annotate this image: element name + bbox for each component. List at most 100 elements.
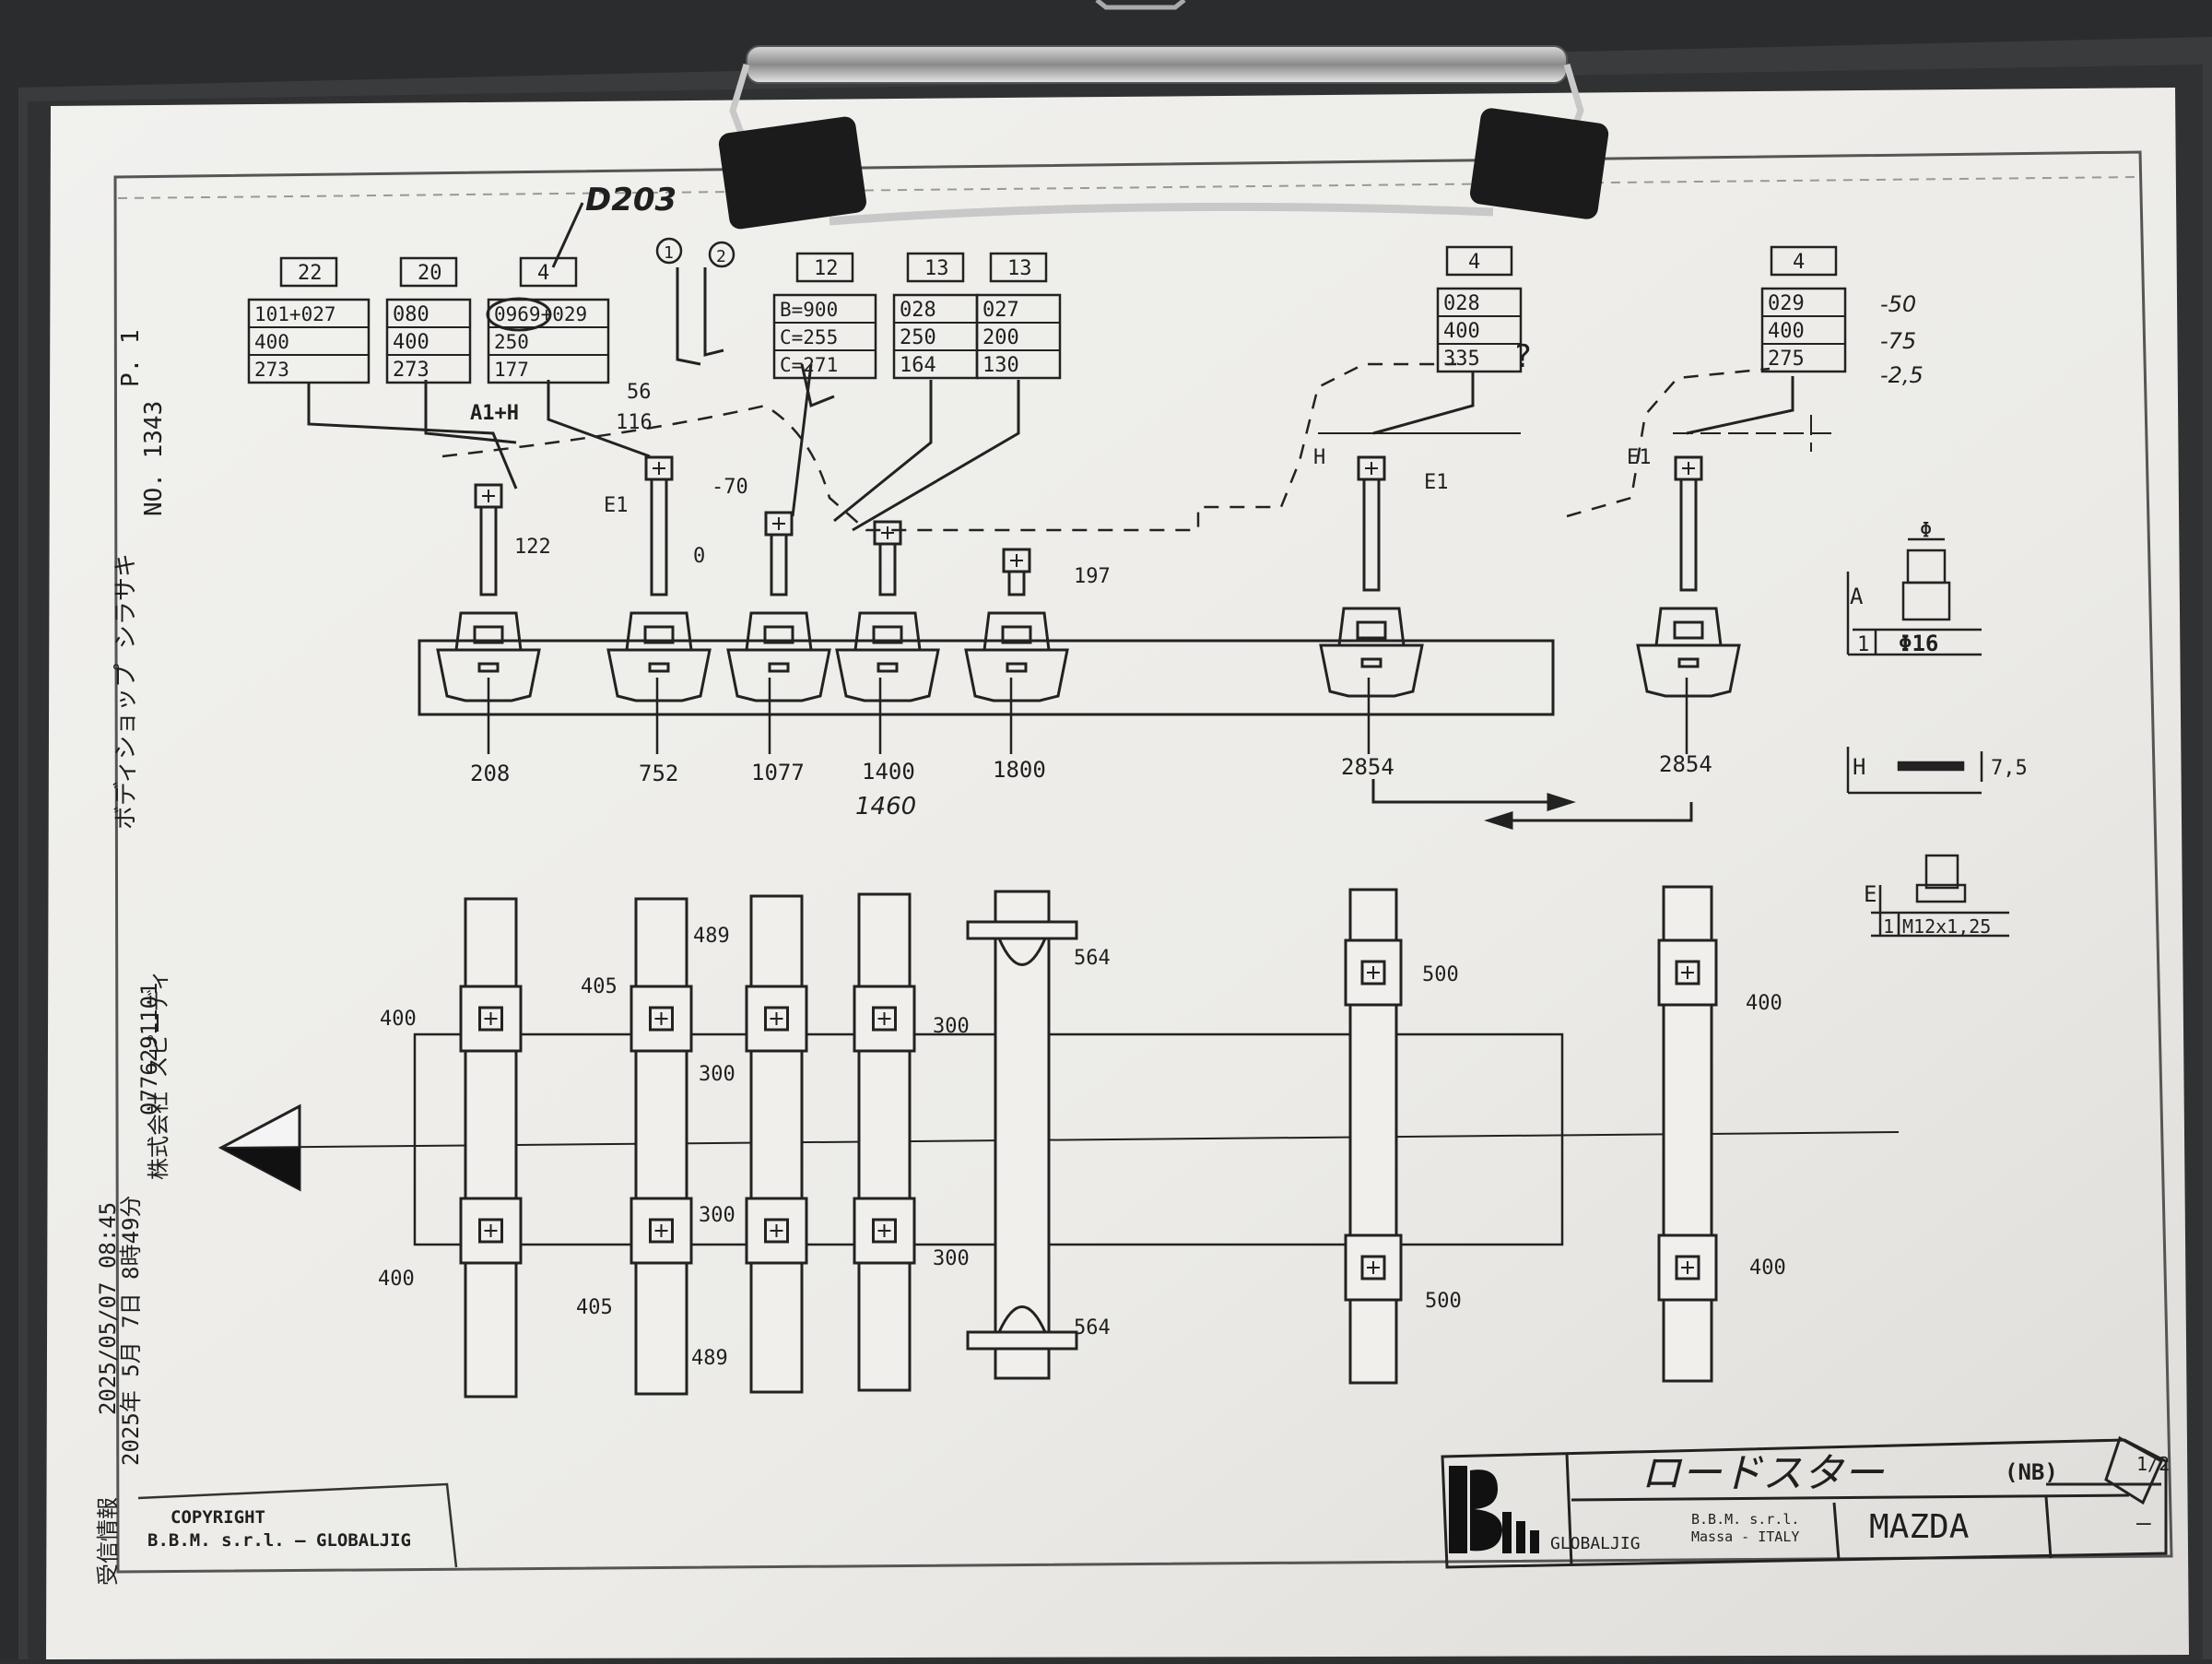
bbm-logo bbox=[1449, 1466, 1539, 1553]
side-labels: A1+H E1 E1 E1 H 56 116 -70 122 0 197 bbox=[470, 381, 1652, 588]
station-code: 273 bbox=[393, 359, 429, 382]
legend-h-label: H bbox=[1853, 754, 1865, 780]
question-mark: ? bbox=[1513, 338, 1532, 375]
station-code: 101+027 bbox=[254, 303, 336, 325]
legend bbox=[1846, 537, 2009, 938]
legend-a-spec: Φ16 bbox=[1899, 631, 1938, 656]
label-405a: 405 bbox=[581, 975, 618, 998]
station-qty: 22 bbox=[298, 262, 323, 285]
plan-rail bbox=[634, 897, 688, 1396]
label-300c: 300 bbox=[699, 1204, 735, 1227]
make-name: MAZDA bbox=[1869, 1508, 1970, 1546]
fax-phone: 0776291101 bbox=[136, 983, 162, 1116]
station-qty: 13 bbox=[1007, 257, 1032, 280]
post-foot bbox=[964, 648, 1069, 702]
station-position-label: 1400 bbox=[862, 759, 915, 785]
label-400d: 400 bbox=[1749, 1257, 1786, 1280]
post-foot bbox=[835, 648, 940, 702]
dim-116: 116 bbox=[616, 411, 653, 434]
station-code: 335 bbox=[1443, 348, 1480, 371]
label-500a: 500 bbox=[1422, 963, 1459, 986]
label-400c: 400 bbox=[1746, 992, 1783, 1015]
dim-56: 56 bbox=[627, 381, 652, 404]
station-code: 177 bbox=[494, 359, 529, 381]
label-e1-left: E1 bbox=[604, 494, 629, 517]
title-block bbox=[1441, 1435, 2168, 1569]
fax-recipient: 株式会社 スピーディ bbox=[146, 969, 171, 1180]
label-489b: 489 bbox=[691, 1347, 728, 1370]
station-code: 028 bbox=[900, 299, 936, 322]
station-code: 0969+029 bbox=[494, 303, 587, 325]
station-code: B=900 bbox=[780, 299, 838, 321]
station-code: 400 bbox=[254, 331, 289, 353]
legend-e-label: E bbox=[1864, 881, 1877, 907]
model-name: ロードスター bbox=[1641, 1450, 1885, 1497]
label-a1h: A1+H bbox=[470, 402, 519, 425]
post-foot bbox=[606, 648, 712, 702]
station-position-label: 2854 bbox=[1659, 751, 1712, 777]
station-code: 250 bbox=[494, 331, 529, 353]
note-minus-75: -75 bbox=[1880, 328, 1916, 354]
station-tables: 22101+0274002732008040027340969+02925017… bbox=[247, 245, 1847, 384]
station-code: C=255 bbox=[780, 326, 838, 348]
station-code: 275 bbox=[1768, 348, 1805, 371]
copyright-block: COPYRIGHT B.B.M. s.r.l. — GLOBALJIG bbox=[137, 1482, 458, 1568]
legend-a-label: A bbox=[1850, 584, 1864, 609]
station-code: 400 bbox=[393, 331, 429, 354]
plan-clamp-block bbox=[459, 985, 523, 1053]
circle-one: 1 bbox=[664, 243, 674, 263]
dim-0: 0 bbox=[693, 545, 705, 568]
received-datetime: 2025/05/07 08:45 bbox=[95, 1202, 121, 1415]
station-code: 273 bbox=[254, 359, 289, 381]
label-300a: 300 bbox=[699, 1063, 735, 1086]
drawing-frame bbox=[113, 150, 2173, 1574]
label-564a: 564 bbox=[1074, 947, 1111, 970]
plan-view bbox=[218, 885, 1900, 1398]
station-code: 027 bbox=[982, 299, 1019, 322]
sheet-number: 1/2 bbox=[2136, 1453, 2170, 1475]
legend-h-spec: 7,5 bbox=[1991, 757, 2028, 780]
dim-122: 122 bbox=[514, 536, 551, 559]
label-500b: 500 bbox=[1425, 1290, 1462, 1313]
part-ref-d203: D203 bbox=[585, 182, 677, 218]
station-position-label: 208 bbox=[470, 761, 510, 786]
legend-labels: A Φ 1 Φ16 H 7,5 E 1 M12x1,25 bbox=[1850, 519, 2028, 938]
station-qty: 12 bbox=[814, 257, 839, 280]
model-variant: (NB) bbox=[2005, 1459, 2058, 1485]
label-300d: 300 bbox=[933, 1247, 970, 1270]
station-code: 400 bbox=[1768, 320, 1805, 343]
received-datetime-jp: 2025年 5月 7日 8時49分 bbox=[118, 1196, 144, 1466]
station-qty: 4 bbox=[1468, 251, 1480, 274]
sheet-dash: — bbox=[2136, 1509, 2151, 1537]
station-position-label: 1800 bbox=[993, 757, 1046, 783]
plan-rail bbox=[749, 894, 804, 1394]
label-h: H bbox=[1313, 446, 1325, 469]
plan-rail bbox=[994, 890, 1051, 1380]
label-300b: 300 bbox=[933, 1015, 970, 1038]
circle-two: 2 bbox=[716, 247, 726, 266]
station-qty: 20 bbox=[418, 262, 442, 285]
fax-header: P. 1 NO. 1343 ボディショップ シラサキ 0776291101 株式… bbox=[95, 329, 171, 1586]
dim-70: -70 bbox=[712, 476, 748, 499]
dim-197: 197 bbox=[1074, 565, 1111, 588]
station-code: 029 bbox=[1768, 292, 1805, 315]
note-minus-2-5: -2,5 bbox=[1880, 362, 1924, 388]
title-block-text: GLOBALJIG ロードスター (NB) B.B.M. s.r.l. Mass… bbox=[1449, 1450, 2170, 1553]
post-foot bbox=[1319, 643, 1424, 698]
station-position-label: 2854 bbox=[1341, 754, 1394, 780]
station-code: 130 bbox=[982, 354, 1019, 377]
plan-rail bbox=[857, 892, 912, 1392]
label-405b: 405 bbox=[576, 1296, 613, 1319]
side-elevation bbox=[307, 267, 1839, 831]
copyright-line2: B.B.M. s.r.l. — GLOBALJIG bbox=[147, 1530, 411, 1551]
legend-e-qty: 1 bbox=[1883, 915, 1894, 938]
note-minus-50: -50 bbox=[1880, 291, 1916, 317]
station-code: 028 bbox=[1443, 292, 1480, 315]
station-position-label: 1077 bbox=[751, 760, 805, 785]
sender-company: ボディショップ シラサキ bbox=[112, 553, 140, 830]
